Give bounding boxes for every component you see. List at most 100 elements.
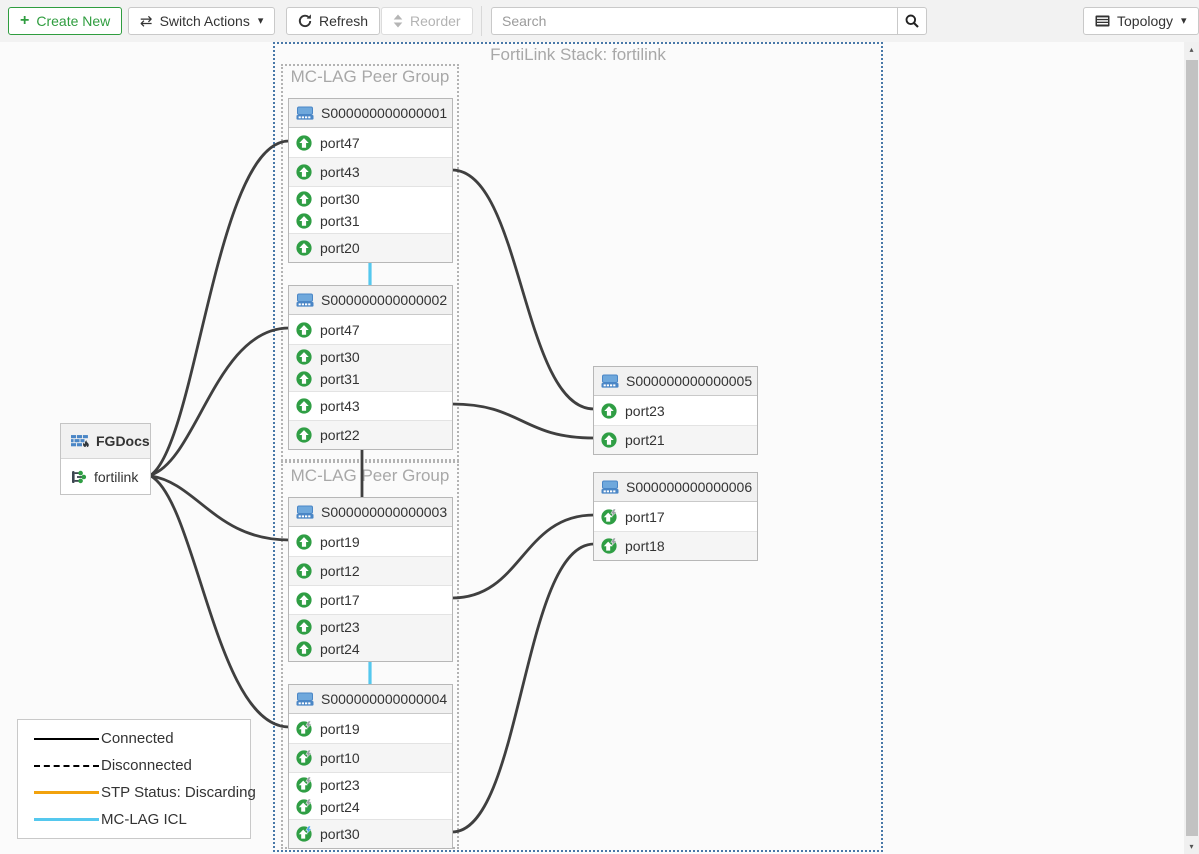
legend-label: STP Status: Discarding xyxy=(101,784,256,801)
fortigate-header[interactable]: FGDocs xyxy=(61,424,150,459)
switch-name: S000000000000001 xyxy=(321,105,447,121)
port-up-icon xyxy=(296,641,312,657)
port-label: port30 xyxy=(320,191,360,207)
port-label: port10 xyxy=(320,750,360,766)
switch-name: S000000000000003 xyxy=(321,504,447,520)
mclag-group-1-title: MC-LAG Peer Group xyxy=(281,67,459,87)
port-row[interactable]: port43 xyxy=(289,157,452,186)
port-up-icon xyxy=(601,432,617,448)
create-new-label: Create New xyxy=(36,13,110,29)
port-up-icon xyxy=(296,534,312,550)
scrollbar-thumb[interactable] xyxy=(1186,60,1198,836)
port-row[interactable]: port23 port24 xyxy=(289,614,452,661)
port-row[interactable]: port20 xyxy=(289,233,452,262)
port-label: port22 xyxy=(320,427,360,443)
fortilink-stack-title: FortiLink Stack: fortilink xyxy=(273,45,883,65)
connection-line xyxy=(151,476,289,540)
port-row[interactable]: port18 xyxy=(594,531,757,560)
port-row[interactable]: port30 xyxy=(289,819,452,848)
switch-device-icon xyxy=(296,505,314,519)
port-up-icon xyxy=(296,398,312,414)
reorder-button[interactable]: Reorder xyxy=(381,7,473,35)
port-up-icon xyxy=(296,213,312,229)
switch-header[interactable]: S000000000000001 xyxy=(289,99,452,128)
port-row[interactable]: port19 xyxy=(289,527,452,556)
port-lag-icon xyxy=(296,777,312,793)
switch-device-icon xyxy=(296,692,314,706)
port-row[interactable]: port47 xyxy=(289,315,452,344)
switch-header[interactable]: S000000000000005 xyxy=(594,367,757,396)
search-input[interactable] xyxy=(491,7,897,35)
port-label: port21 xyxy=(625,432,665,448)
port-label: port47 xyxy=(320,135,360,151)
switch-header[interactable]: S000000000000002 xyxy=(289,286,452,315)
port-row[interactable]: port43 xyxy=(289,391,452,420)
switch-header[interactable]: S000000000000003 xyxy=(289,498,452,527)
legend-row-mclag-icl: MC-LAG ICL xyxy=(18,807,250,832)
port-row[interactable]: port23 xyxy=(594,396,757,425)
search-icon xyxy=(905,14,919,28)
switch-node-6[interactable]: S000000000000006 port17 port18 xyxy=(593,472,758,561)
caret-down-icon: ▾ xyxy=(1181,16,1187,27)
topology-label: Topology xyxy=(1117,13,1173,29)
fortilink-interface-row[interactable]: fortilink xyxy=(61,459,150,494)
scroll-up-icon[interactable]: ▴ xyxy=(1184,42,1199,57)
port-up-icon xyxy=(601,403,617,419)
switch-header[interactable]: S000000000000006 xyxy=(594,473,757,502)
port-label: port17 xyxy=(625,509,665,525)
port-row[interactable]: port30 port31 xyxy=(289,344,452,391)
port-row[interactable]: port47 xyxy=(289,128,452,157)
port-row[interactable]: port10 xyxy=(289,743,452,772)
port-label: port31 xyxy=(320,213,360,229)
legend-row-disconnected: Disconnected xyxy=(18,753,250,778)
search-group xyxy=(491,7,927,35)
port-lag-icon xyxy=(296,721,312,737)
switch-node-5[interactable]: S000000000000005 port23 port21 xyxy=(593,366,758,455)
topology-button[interactable]: Topology ▾ xyxy=(1083,7,1199,35)
switch-header[interactable]: S000000000000004 xyxy=(289,685,452,714)
port-label: port24 xyxy=(320,799,360,815)
shuffle-icon: ⇄ xyxy=(140,14,153,29)
legend-label: Disconnected xyxy=(101,757,192,774)
port-row[interactable]: port30 port31 xyxy=(289,186,452,233)
port-row[interactable]: port22 xyxy=(289,420,452,449)
refresh-button[interactable]: Refresh xyxy=(286,7,380,35)
switch-actions-button[interactable]: ⇄ Switch Actions ▾ xyxy=(128,7,275,35)
legend-row-stp-discarding: STP Status: Discarding xyxy=(18,780,250,805)
connection-line xyxy=(151,141,289,475)
firewall-brick-icon xyxy=(71,434,89,448)
port-label: port23 xyxy=(320,619,360,635)
switch-node-4[interactable]: S000000000000004 port19 port10 port23 po… xyxy=(288,684,453,849)
toolbar: + Create New ⇄ Switch Actions ▾ Refresh … xyxy=(0,0,1199,42)
port-row[interactable]: port12 xyxy=(289,556,452,585)
refresh-icon xyxy=(298,14,312,28)
port-row[interactable]: port23 port24 xyxy=(289,772,452,819)
vertical-scrollbar[interactable]: ▴ ▾ xyxy=(1184,42,1199,854)
switch-device-icon xyxy=(601,480,619,494)
port-row[interactable]: port21 xyxy=(594,425,757,454)
port-row[interactable]: port19 xyxy=(289,714,452,743)
disconnected-line-sample xyxy=(34,765,99,767)
switch-actions-label: Switch Actions xyxy=(160,13,250,29)
port-lag-icon xyxy=(296,799,312,815)
port-label: port43 xyxy=(320,164,360,180)
switch-node-2[interactable]: S000000000000002 port47 port30 port31 po… xyxy=(288,285,453,450)
switch-node-1[interactable]: S000000000000001 port47 port43 port30 po… xyxy=(288,98,453,263)
port-label: port19 xyxy=(320,721,360,737)
legend-label: MC-LAG ICL xyxy=(101,811,187,828)
switch-node-3[interactable]: S000000000000003 port19 port12 port17 po… xyxy=(288,497,453,662)
port-label: port12 xyxy=(320,563,360,579)
link-tree-icon xyxy=(71,469,87,485)
search-button[interactable] xyxy=(897,7,927,35)
sort-icon xyxy=(393,14,403,28)
port-up-icon xyxy=(296,349,312,365)
mclag-icl-line-sample xyxy=(34,818,99,821)
create-new-button[interactable]: + Create New xyxy=(8,7,122,35)
port-label: port23 xyxy=(320,777,360,793)
fortigate-node[interactable]: FGDocs fortilink xyxy=(60,423,151,495)
scroll-down-icon[interactable]: ▾ xyxy=(1184,839,1199,854)
port-flag-icon xyxy=(296,826,312,842)
switch-device-icon xyxy=(296,293,314,307)
port-row[interactable]: port17 xyxy=(289,585,452,614)
port-row[interactable]: port17 xyxy=(594,502,757,531)
